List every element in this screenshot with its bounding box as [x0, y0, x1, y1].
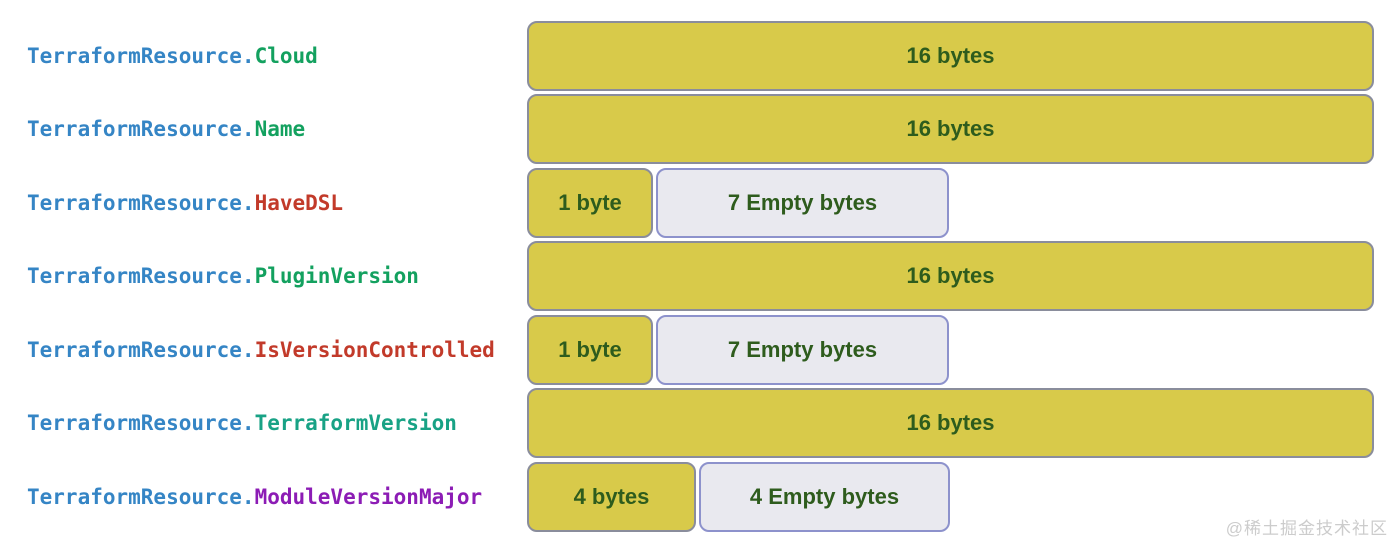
struct-field-row: TerraformResource.IsVersionControlled 1 … — [0, 313, 1374, 387]
field-label-name: PluginVersion — [254, 264, 419, 289]
memory-segments: 16 bytes — [527, 20, 1374, 91]
memory-segments: 16 bytes — [527, 94, 1374, 165]
field-label: TerraformResource.Cloud — [0, 44, 527, 68]
field-label: TerraformResource.ModuleVersionMajor — [0, 485, 527, 509]
field-label-prefix: TerraformResource. — [27, 337, 255, 362]
memory-segment-filled: 1 byte — [527, 314, 653, 385]
field-label-name: ModuleVersionMajor — [254, 484, 483, 509]
diagram-rows: TerraformResource.Cloud 16 bytes Terrafo… — [0, 19, 1374, 534]
memory-segment-empty: 7 Empty bytes — [656, 314, 949, 385]
field-label: TerraformResource.IsVersionControlled — [0, 338, 527, 362]
field-label-prefix: TerraformResource. — [27, 190, 255, 215]
field-label-name: Cloud — [254, 43, 318, 68]
field-label-name: HaveDSL — [254, 190, 344, 215]
field-label-name: IsVersionControlled — [254, 337, 495, 362]
memory-segment-filled: 16 bytes — [527, 388, 1374, 459]
memory-segments: 16 bytes — [527, 241, 1374, 312]
field-label: TerraformResource.HaveDSL — [0, 191, 527, 215]
struct-field-row: TerraformResource.Cloud 16 bytes — [0, 19, 1374, 93]
field-label: TerraformResource.TerraformVersion — [0, 411, 527, 435]
field-label-prefix: TerraformResource. — [27, 264, 255, 289]
struct-field-row: TerraformResource.TerraformVersion 16 by… — [0, 387, 1374, 461]
field-label: TerraformResource.PluginVersion — [0, 264, 527, 288]
memory-segment-empty: 4 Empty bytes — [699, 461, 950, 532]
field-label-prefix: TerraformResource. — [27, 117, 255, 142]
memory-segment-filled: 4 bytes — [527, 461, 696, 532]
field-label-name: TerraformVersion — [254, 411, 457, 436]
field-label-prefix: TerraformResource. — [27, 484, 255, 509]
memory-segments: 16 bytes — [527, 388, 1374, 459]
memory-segment-filled: 16 bytes — [527, 241, 1374, 312]
field-label-prefix: TerraformResource. — [27, 43, 255, 68]
field-label-prefix: TerraformResource. — [27, 411, 255, 436]
struct-field-row: TerraformResource.PluginVersion 16 bytes — [0, 240, 1374, 314]
memory-segment-filled: 16 bytes — [527, 20, 1374, 91]
memory-segment-filled: 16 bytes — [527, 94, 1374, 165]
memory-segment-empty: 7 Empty bytes — [656, 167, 949, 238]
memory-segment-filled: 1 byte — [527, 167, 653, 238]
field-label-name: Name — [254, 117, 306, 142]
struct-field-row: TerraformResource.ModuleVersionMajor 4 b… — [0, 460, 1374, 534]
watermark: @稀土掘金技术社区 — [1225, 519, 1388, 538]
struct-field-row: TerraformResource.Name 16 bytes — [0, 93, 1374, 167]
field-label: TerraformResource.Name — [0, 117, 527, 141]
